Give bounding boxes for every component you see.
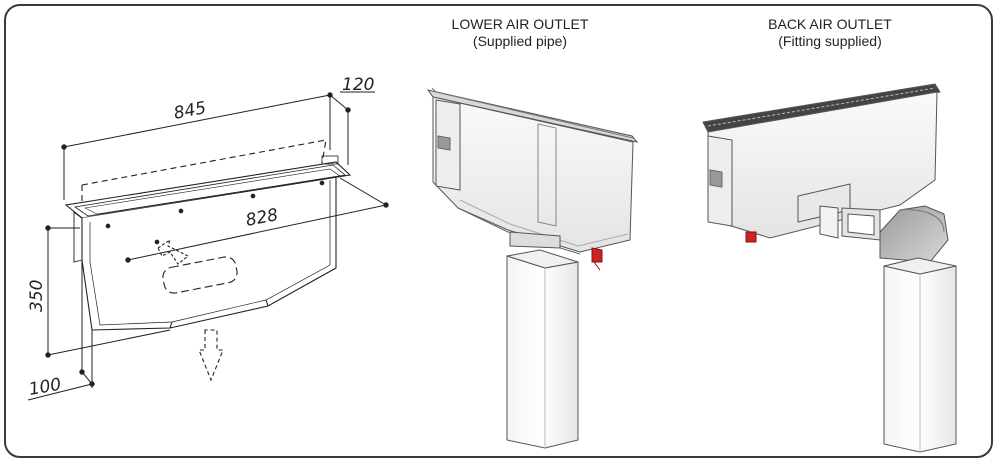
back-outlet-title: BACK AIR OUTLET xyxy=(768,16,892,32)
back-outlet-render xyxy=(702,83,957,453)
lower-outlet-subtitle: (Supplied pipe) xyxy=(472,33,568,49)
lower-outlet-caption: LOWER AIR OUTLET (Supplied pipe) xyxy=(420,16,620,50)
dimension-lines xyxy=(27,91,389,401)
back-outlet-subtitle: (Fitting supplied) xyxy=(778,33,882,49)
dimension-labels: 845 120 828 350 100 xyxy=(27,75,374,400)
back-outlet-caption: BACK AIR OUTLET (Fitting supplied) xyxy=(730,16,930,50)
lower-outlet-title: LOWER AIR OUTLET xyxy=(451,16,589,32)
lower-outlet-render xyxy=(426,87,639,449)
dim-depth-label: 120 xyxy=(342,75,374,95)
dim-height-label: 350 xyxy=(27,280,47,312)
dim-bottom-depth-label: 100 xyxy=(27,375,62,400)
dimensioned-hood-drawing xyxy=(64,139,352,382)
